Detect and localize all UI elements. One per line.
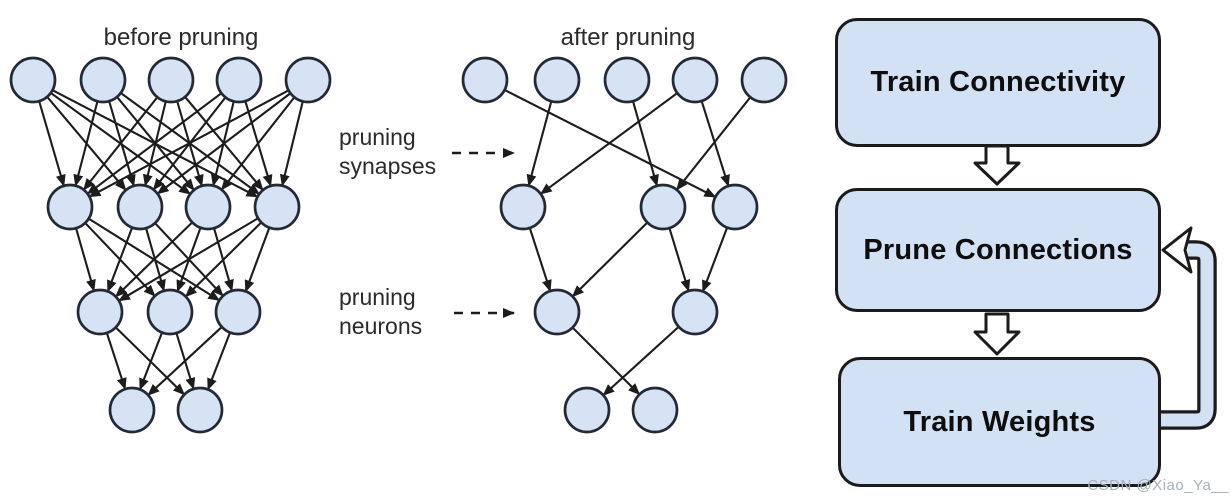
network-node [740,56,788,104]
network-edge [138,332,164,391]
loop-arrowhead-icon [1161,226,1193,274]
network-node [253,183,301,231]
network-node [176,386,224,434]
network-edge [631,100,659,187]
network-node [533,56,581,104]
network-edge [105,332,127,391]
network-edge [602,326,680,396]
network-node [533,288,581,336]
flowchart-box-train-connectivity: Train Connectivity [835,18,1161,147]
network-edge [700,100,730,187]
loop-arrow-band [1159,243,1214,427]
network-edge [668,227,691,292]
network-edge [528,227,552,293]
network-node [215,56,263,104]
network-edge [701,227,729,293]
network-edge [184,221,263,298]
network-node [147,56,195,104]
network-node [184,183,232,231]
network-edge [675,96,752,191]
pruning-neurons-label: pruning neurons [339,284,423,339]
network-edge [86,92,223,195]
network-edge [571,221,649,298]
network-node [108,386,156,434]
network-node [563,386,611,434]
after-pruning-title: after pruning [560,24,696,51]
network-edge [220,96,296,191]
network-edge [244,227,271,293]
down-block-arrow-2 [973,312,1021,356]
network-edge [88,89,290,198]
loop-arrow-band-outline [1159,240,1217,430]
flowchart-box-train-weights: Train Weights [838,357,1161,487]
network-node [671,56,719,104]
network-edge [206,332,232,391]
network-node [79,56,127,104]
network-node [9,56,57,104]
network-edge [106,227,134,293]
network-node [146,288,194,336]
network-node [46,183,94,231]
before-pruning-title: before pruning [103,24,259,51]
network-node [499,183,547,231]
network-edge [38,100,66,187]
network-node [76,288,124,336]
network-edge [571,326,641,396]
network-edge [115,221,193,298]
network-edge [156,92,292,195]
flowchart-box-prune-connections: Prune Connections [835,188,1161,312]
network-edge [539,92,678,195]
network-edge [73,101,99,187]
network-edge [279,101,304,187]
network-node [116,183,164,231]
network-node [461,56,509,104]
network-node [631,386,679,434]
network-node [671,288,719,336]
network-node [711,183,759,231]
network-node [214,288,262,336]
pruning-synapses-label: pruning synapses [339,124,437,179]
network-node [603,56,651,104]
network-edge [75,227,96,292]
network-node [284,56,332,104]
network-edge [526,100,553,187]
network-edge [118,217,259,302]
watermark: CSDN @Xiao_Ya__ [1087,477,1229,494]
down-block-arrow-1 [973,144,1021,186]
network-edge [147,326,223,396]
network-node [639,183,687,231]
network-edge [82,96,159,191]
